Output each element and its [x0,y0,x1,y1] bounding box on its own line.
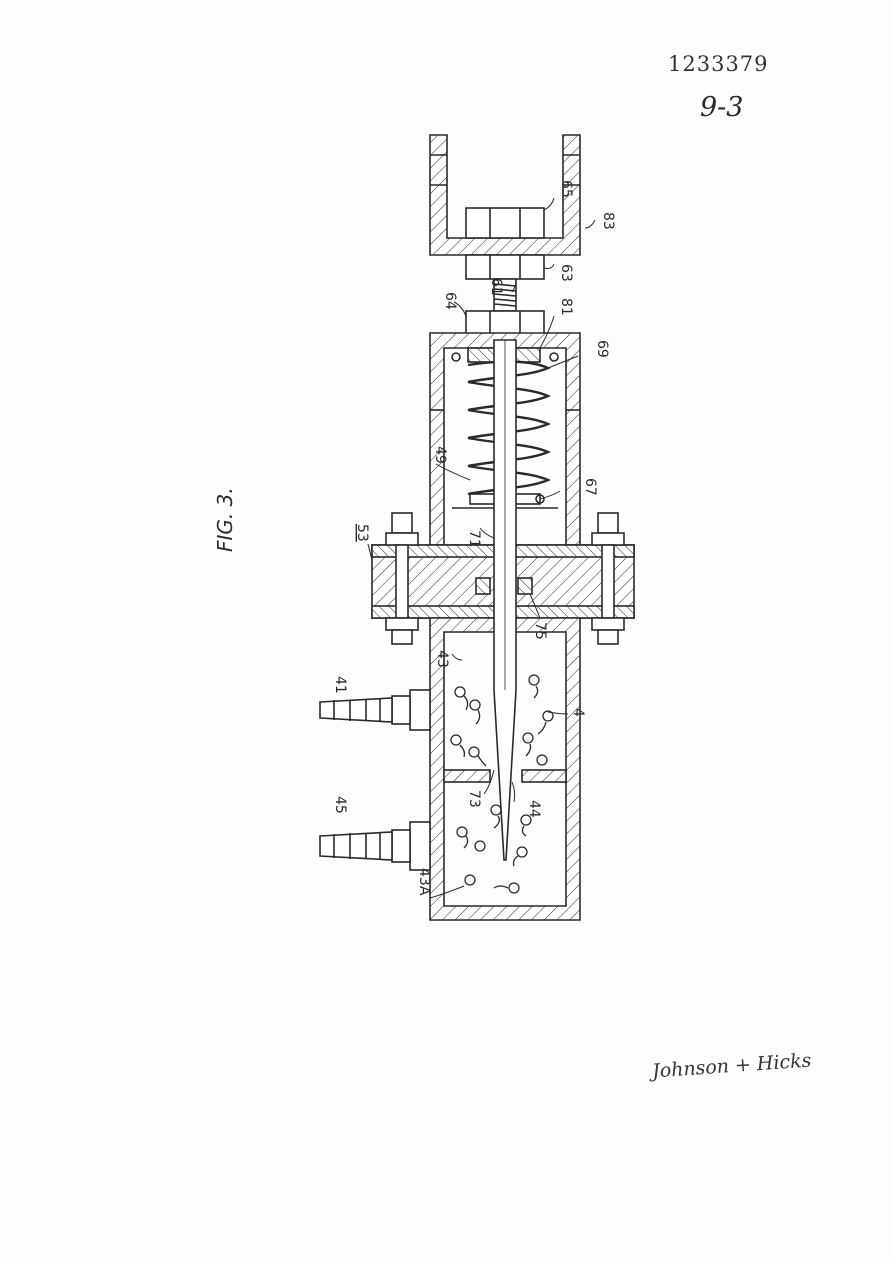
needle-71 [493,339,517,861]
callout-83: 83 [600,212,616,230]
callout-43a: 43A [416,868,432,896]
callout-64: 64 [442,292,458,310]
ball-top-left [451,352,461,362]
bubbles [450,674,554,894]
callout-63: 63 [558,264,574,282]
callout-73: 73 [466,790,482,808]
callout-67: 67 [582,478,598,496]
bolt-right [591,512,625,645]
ball-top-right [549,352,559,362]
seal-75-left [475,577,491,595]
nut-63 [465,254,545,280]
callout-81: 81 [558,298,574,316]
leader-lines [367,197,596,899]
seal-75-right [517,577,533,595]
patent-number: 1233379 [668,52,769,76]
callout-61: 61 [488,278,504,296]
callout-44: 44 [526,800,542,818]
callout-71: 71 [466,530,482,548]
callout-45: 45 [332,796,348,814]
figure-label: FIG. 3. [213,487,237,552]
callout-49: 49 [432,446,448,464]
callout-69: 69 [594,340,610,358]
hose-fitting-45 [319,821,431,871]
threaded-rod-61 [493,278,517,312]
callout-75: 75 [532,622,548,640]
hose-fitting-41 [319,689,431,731]
nut-65 [465,207,545,239]
callout-41: 41 [332,676,348,694]
callout-labels: 83 65 63 64 61 81 69 49 67 71 53 75 43 4… [332,180,616,896]
lower-housing [429,617,581,921]
sheet-label: 9-3 [700,92,744,123]
callout-65: 65 [558,180,574,198]
callout-53: 53 [354,524,370,542]
callout-43: 43 [434,650,450,668]
callout-4: 4 [570,708,586,717]
bolt-left [385,512,419,645]
nut-64 [465,310,545,336]
